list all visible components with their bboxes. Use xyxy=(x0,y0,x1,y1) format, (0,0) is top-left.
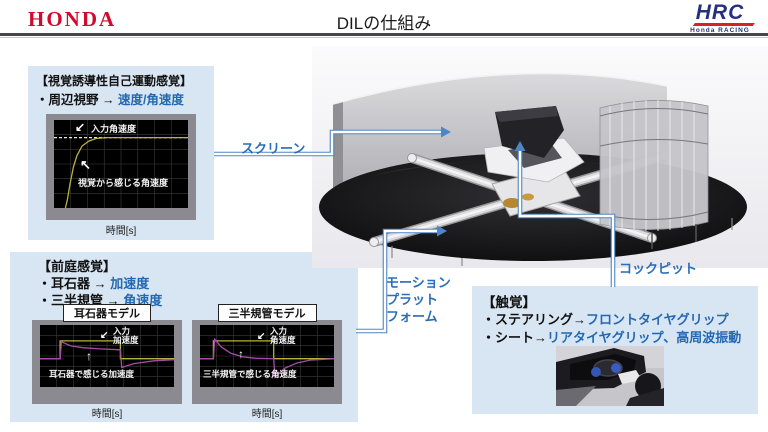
cage-grid xyxy=(609,100,695,231)
drive-roller xyxy=(503,198,521,208)
felt-angular-velocity-label: 視覚から感じる角速度 xyxy=(78,178,169,188)
bullet-value: 加速度 xyxy=(110,276,150,291)
arrow-sw-icon: ↙ xyxy=(257,331,266,342)
visual-sensation-box: 【視覚誘導性自己運動感覚】 ・周辺視野 → 速度/角速度 ↙ 入力角速度 ↖ 視… xyxy=(28,66,214,240)
hrc-swoosh xyxy=(693,23,755,26)
bullet-prefix: ・シート→ xyxy=(482,330,548,345)
vestibular-sensation-box: 【前庭感覚】 ・耳石器 → 加速度 ・三半規管 → 角速度 耳石器モデル ↙ 入… xyxy=(10,252,358,422)
tactile-box-title: 【触覚】 xyxy=(482,295,536,310)
otolith-chart-frame: ↙ 入力 加速度 ↑ 耳石器で感じる加速度 xyxy=(32,320,182,404)
arrow-nw-icon: ↖ xyxy=(80,157,91,172)
canal-chart-xlabel: 時間[s] xyxy=(251,409,283,420)
glove-right xyxy=(611,363,621,373)
projector-facet xyxy=(495,106,558,122)
screen-left-edge xyxy=(333,101,343,196)
drive-roller-2 xyxy=(522,193,534,201)
input-angular-velocity-label: 入力角速度 xyxy=(91,124,137,134)
input-angular-velocity-label: 入力 角速度 xyxy=(270,326,296,345)
bullet-prefix: ・周辺視野 → xyxy=(36,93,118,107)
visual-box-bullet: ・周辺視野 → 速度/角速度 xyxy=(36,89,184,108)
header-divider-light xyxy=(0,36,768,38)
input-acceleration-label: 入力 加速度 xyxy=(113,326,139,345)
otolith-chart-xlabel: 時間[s] xyxy=(91,409,123,420)
vestibular-box-title: 【前庭感覚】 xyxy=(38,259,117,274)
tactile-bullet-steering: ・ステアリング→フロントタイヤグリップ xyxy=(482,309,729,328)
hrc-logo-text: HRC xyxy=(695,1,745,24)
felt-angular-velocity-label: 三半規管で感じる角速度 xyxy=(203,369,297,379)
tactile-bullet-seat: ・シート→リアタイヤグリップ、高周波振動 xyxy=(482,327,741,346)
canal-chart-frame: ↙ 入力 角速度 ↑ 三半規管で感じる角速度 xyxy=(192,320,342,404)
driver-shoulder xyxy=(626,388,664,406)
vestibular-bullet-otolith: ・耳石器 → 加速度 xyxy=(38,273,149,292)
floor xyxy=(556,386,596,406)
hrc-logo: HRC Honda RACING xyxy=(680,2,760,34)
bullet-value: フロントタイヤグリップ xyxy=(586,312,729,327)
otolith-chart: ↙ 入力 加速度 ↑ 耳石器で感じる加速度 xyxy=(40,325,174,387)
felt-acceleration-label: 耳石器で感じる加速度 xyxy=(49,369,135,379)
canal-panel-header: 三半規管モデル xyxy=(217,304,317,322)
screen-top-rim xyxy=(332,72,668,105)
bullet-value: 速度/角速度 xyxy=(117,93,184,107)
sleeve xyxy=(618,370,642,384)
simulator-render xyxy=(312,46,768,268)
canal-model-panel: 三半規管モデル ↙ 入力 角速度 ↑ 三半規管で感じる角速度 時間[s] xyxy=(192,304,342,420)
glove-left xyxy=(591,367,601,377)
visual-chart: ↙ 入力角速度 ↖ 視覚から感じる角速度 xyxy=(54,120,188,208)
bullet-prefix: ・ステアリング→ xyxy=(482,312,587,327)
cockpit-callout-label: コックピット xyxy=(619,261,698,276)
cage-body xyxy=(599,100,709,230)
arrow-sw-icon: ↙ xyxy=(75,120,86,134)
bullet-prefix: ・耳石器 → xyxy=(38,276,111,291)
visual-chart-xlabel: 時間[s] xyxy=(105,226,137,237)
cockpit-photo xyxy=(556,346,664,406)
otolith-chart-canvas xyxy=(40,325,174,387)
visual-chart-canvas xyxy=(54,120,188,208)
otolith-panel-header: 耳石器モデル xyxy=(63,304,151,322)
motion-platform-callout-label: モーション プラット フォーム xyxy=(386,275,451,324)
honda-logo: HONDA xyxy=(28,7,117,31)
canal-chart-canvas xyxy=(200,325,334,387)
hrc-subtitle: Honda RACING xyxy=(690,26,750,34)
header-divider xyxy=(0,33,768,36)
canal-chart: ↙ 入力 角速度 ↑ 三半規管で感じる角速度 xyxy=(200,325,334,387)
visual-box-title: 【視覚誘導性自己運動感覚】 xyxy=(36,74,193,88)
tactile-sensation-box: 【触覚】 ・ステアリング→フロントタイヤグリップ ・シート→リアタイヤグリップ、… xyxy=(472,286,758,414)
page-title: DILの仕組み xyxy=(336,14,432,33)
arrow-sw-icon: ↙ xyxy=(100,330,109,341)
screen-callout-label: スクリーン xyxy=(241,141,306,156)
otolith-model-panel: 耳石器モデル ↙ 入力 加速度 ↑ 耳石器で感じる加速度 時間[s] xyxy=(32,304,182,420)
bullet-value: リアタイヤグリップ、高周波振動 xyxy=(547,330,742,345)
arrow-up-icon: ↑ xyxy=(86,349,92,363)
visual-chart-frame: ↙ 入力角速度 ↖ 視覚から感じる角速度 xyxy=(46,114,196,220)
arrow-up-icon: ↑ xyxy=(238,347,244,361)
